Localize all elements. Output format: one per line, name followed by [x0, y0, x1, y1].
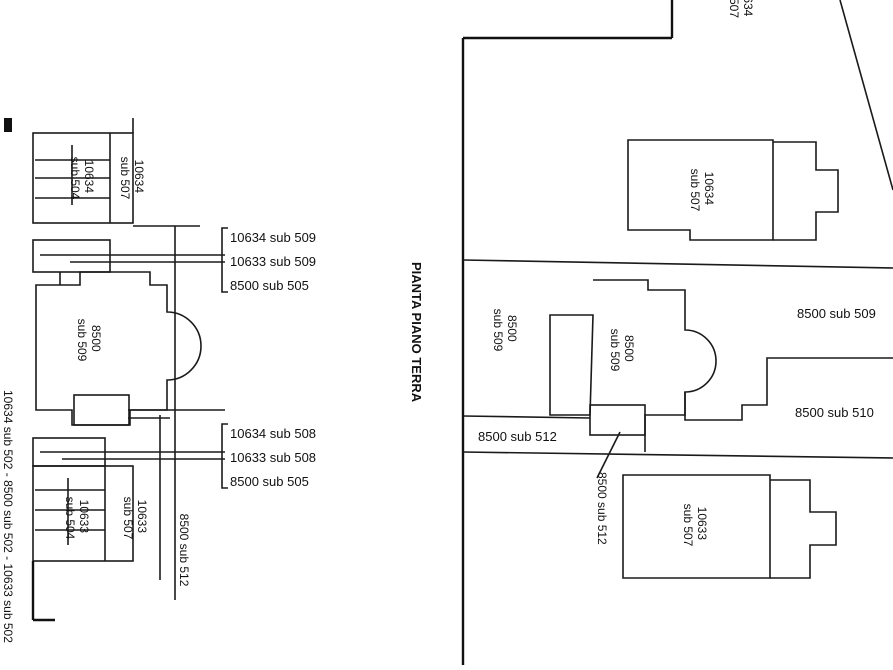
right-corridor-510 — [684, 357, 893, 421]
left-callout-bottom-1: 10634 sub 508 — [230, 426, 316, 441]
left-callout-bottom-bracket — [221, 423, 228, 489]
right-label-vertical-8500-512: 8500 sub 512 — [595, 472, 609, 545]
left-block-10633 — [32, 465, 134, 562]
left-small-box-top — [32, 239, 111, 273]
right-label-strip-8500-509: 8500 sub 509 — [491, 309, 519, 352]
right-unit-8500 — [549, 279, 717, 452]
right-small-box — [589, 404, 646, 436]
left-label-10633-504: 10633 sub 504 — [63, 497, 91, 540]
left-callout-bottom-2: 10633 sub 508 — [230, 450, 316, 465]
right-label-10634-507: 10634 sub 507 — [688, 169, 716, 212]
right-label-unit-8500-509: 8500 sub 509 — [608, 329, 636, 372]
right-block-10634-annex — [773, 141, 839, 241]
left-top-marker — [4, 118, 12, 132]
right-label-8500-sub-509: 8500 sub 509 — [797, 306, 876, 321]
left-block-10634 — [32, 132, 134, 224]
plan-title: PIANTA PIANO TERRA — [409, 262, 424, 403]
right-block-10634 — [627, 139, 774, 241]
left-callout-top-3: 8500 sub 505 — [230, 278, 309, 293]
right-label-top-corner: 634 507 — [727, 0, 755, 20]
left-callout-top-bracket — [221, 227, 228, 293]
left-label-10634-507: 10634 sub 507 — [118, 157, 146, 200]
left-label-8500-509: 8500 sub 509 — [75, 319, 103, 362]
left-plan: 10634 sub 507 10634 sub 504 8500 sub 509… — [1, 118, 316, 643]
left-small-box-mid — [73, 394, 130, 426]
right-label-8500-sub-510: 8500 sub 510 — [795, 405, 874, 420]
left-label-bottom-vertical: 10634 sub 502 - 8500 sub 502 - 10633 sub… — [1, 390, 15, 643]
left-callout-bottom-3: 8500 sub 505 — [230, 474, 309, 489]
left-callout-top-1: 10634 sub 509 — [230, 230, 316, 245]
left-callout-top-2: 10633 sub 509 — [230, 254, 316, 269]
right-label-10633-507: 10633 sub 507 — [681, 504, 709, 547]
left-label-10634-504: 10634 sub 504 — [68, 157, 96, 200]
left-label-8500-512: 8500 sub 512 — [177, 514, 191, 587]
left-label-10633-507: 10633 sub 507 — [121, 497, 149, 540]
right-block-10633-annex — [770, 479, 837, 579]
right-plan: 634 507 10634 sub 507 8500 sub 509 8500 … — [461, 0, 893, 665]
left-unit-8500 — [35, 271, 202, 426]
right-label-8500-sub-512: 8500 sub 512 — [478, 429, 557, 444]
